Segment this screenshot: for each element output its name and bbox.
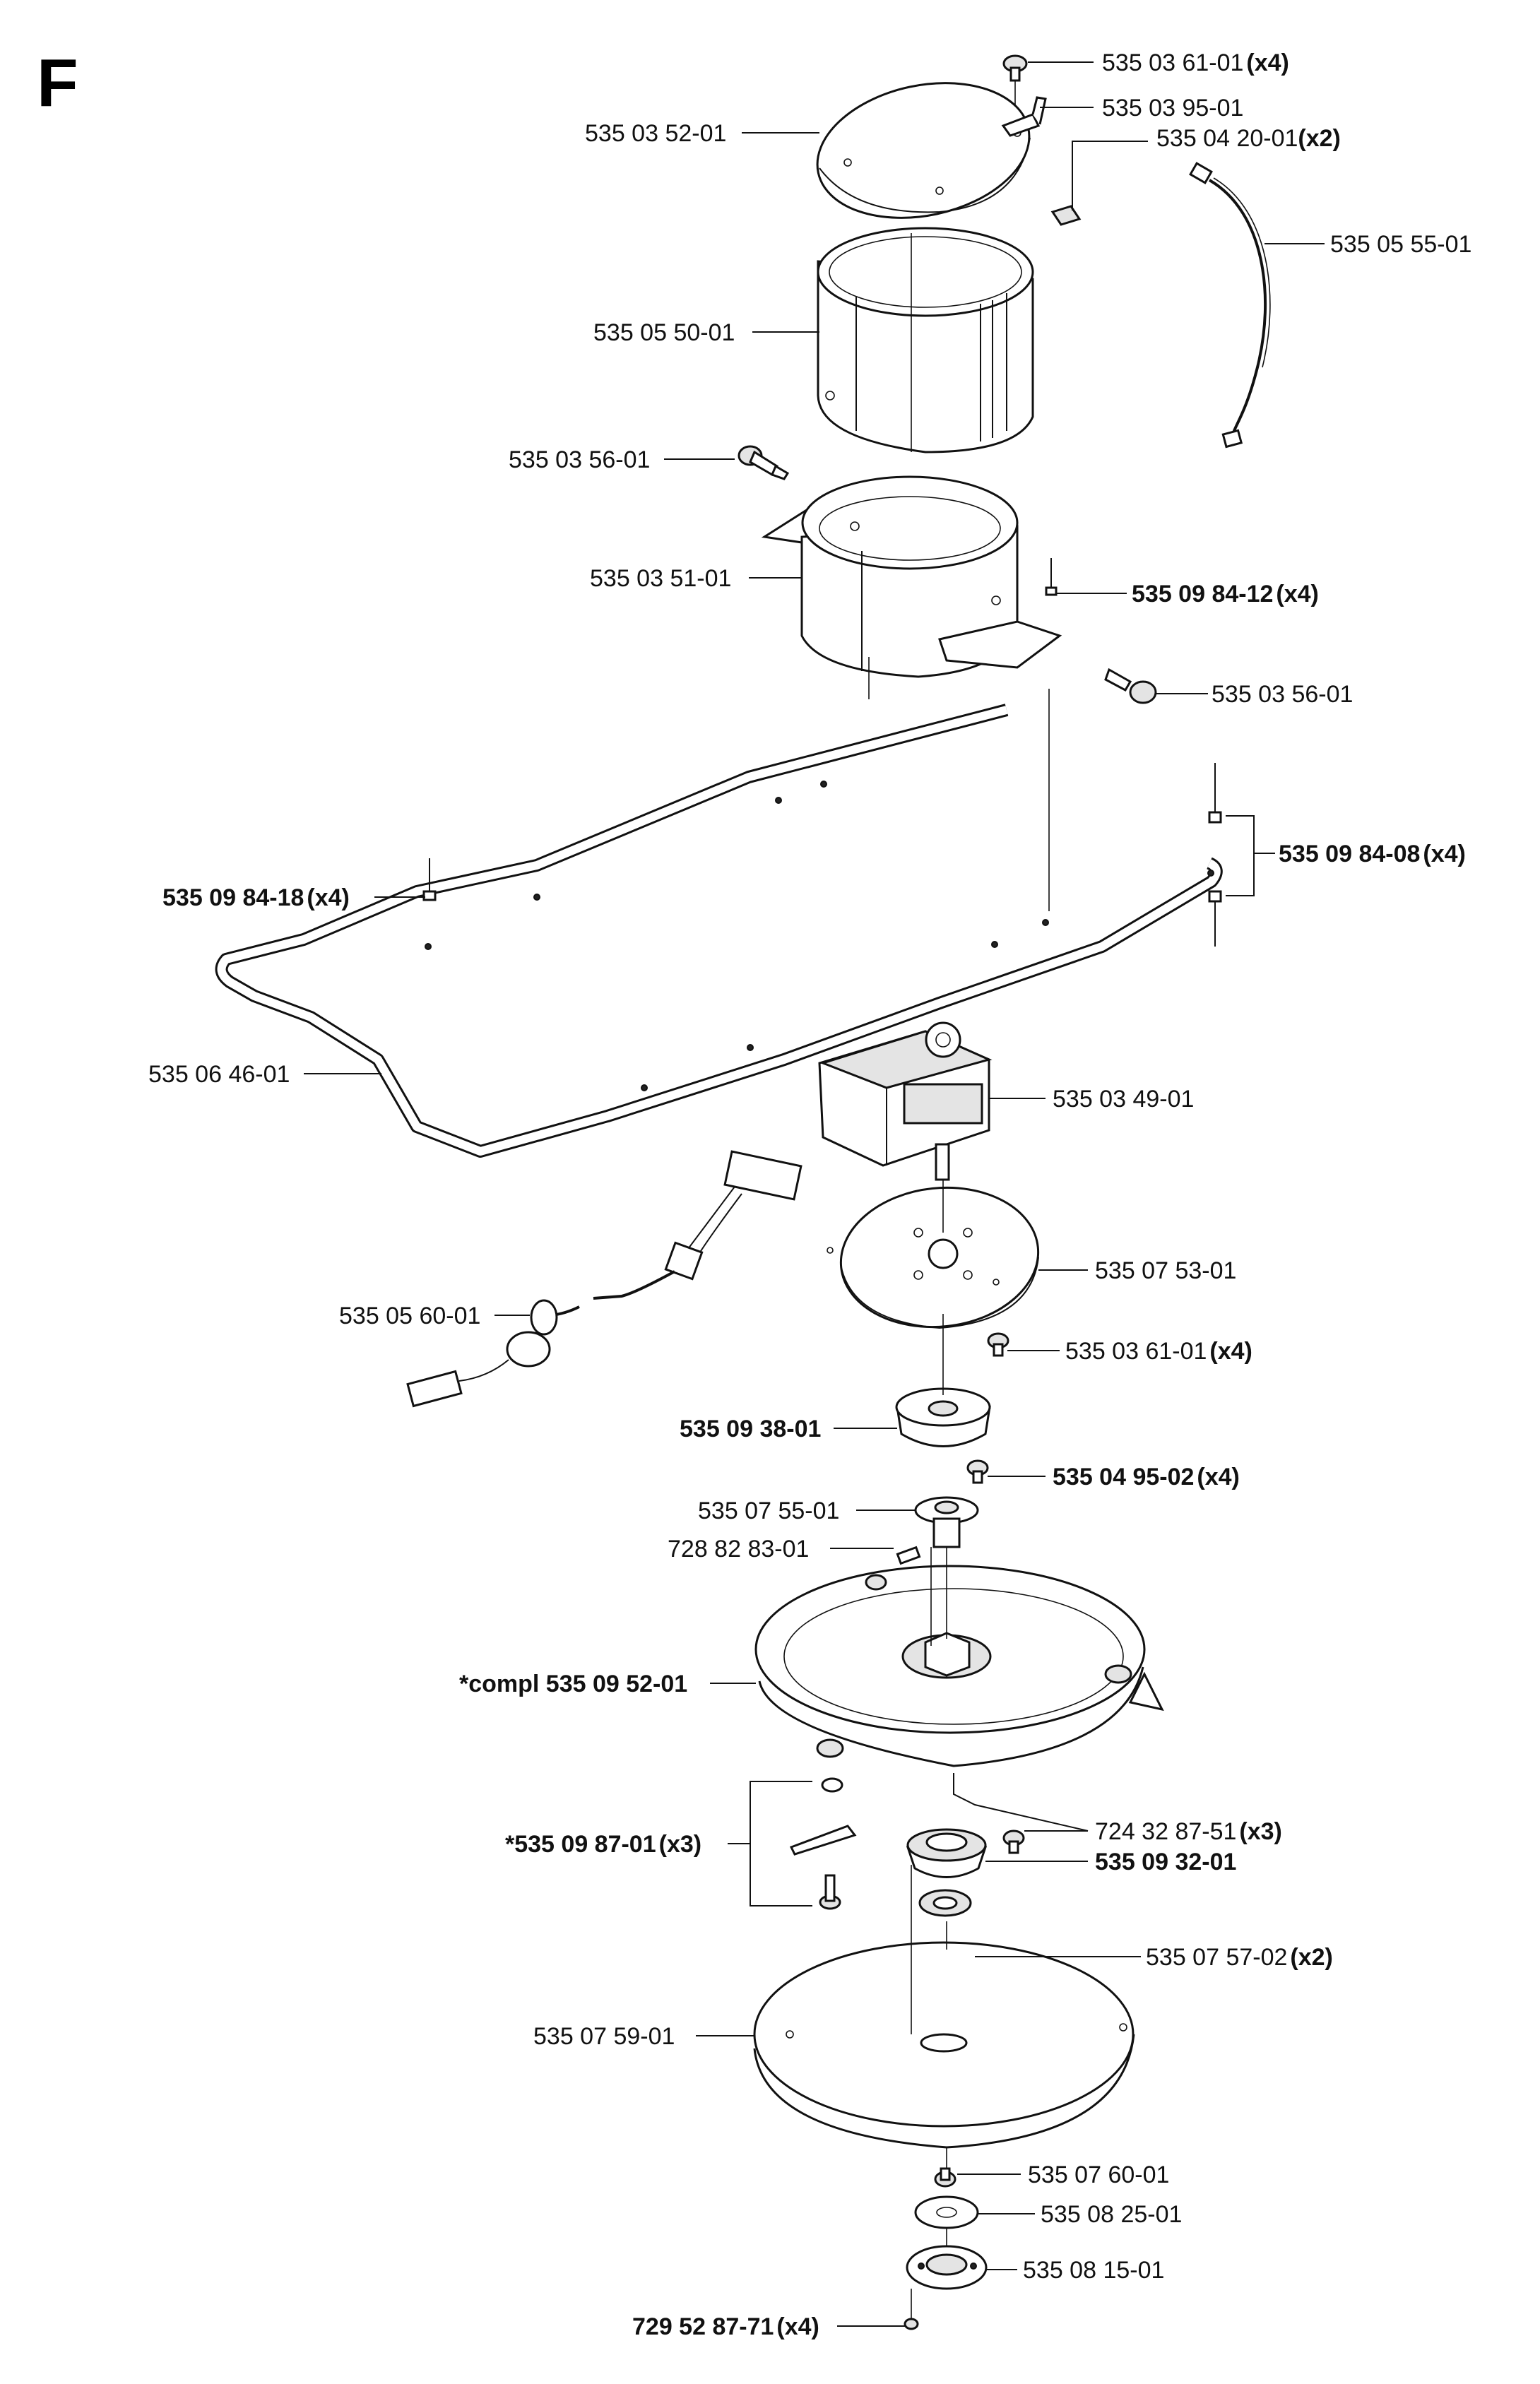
callout-c03: 535 03 52-01	[585, 120, 726, 147]
callout-labels: 535 03 61-01 (x4) 535 03 95-01 535 03 52…	[148, 49, 1471, 2340]
hub-flange	[895, 1387, 991, 1447]
callout-c01: 535 03 61-01 (x4)	[1102, 49, 1289, 76]
assembly-axis-lines	[911, 81, 1050, 2319]
callout-c31: 729 52 87-71 (x4)	[632, 2313, 819, 2340]
flange-bolt	[1002, 1829, 1025, 1854]
callout-c06: 535 05 50-01	[593, 319, 735, 346]
top-cover-plate	[816, 82, 1031, 219]
callout-c21: 728 82 83-01	[668, 1536, 809, 1562]
top-screw	[1002, 54, 1028, 82]
callout-c05: 535 05 55-01	[1330, 231, 1471, 258]
pin-bolt-left	[738, 445, 790, 480]
cylinder-housing	[817, 227, 1034, 453]
callout-c11: 535 09 84-08 (x4)	[1279, 841, 1466, 867]
rivet-pins-c	[1208, 763, 1222, 947]
callout-c13: 535 06 46-01	[148, 1061, 290, 1088]
callout-c16: 535 05 60-01	[339, 1303, 480, 1329]
lower-disc	[753, 1941, 1135, 2149]
callout-c07: 535 03 56-01	[509, 446, 650, 473]
callout-c10: 535 03 56-01	[1212, 681, 1353, 708]
cutting-disc-assembly	[754, 1565, 1164, 1767]
connector-cable	[406, 1150, 802, 1408]
callout-c17: 535 03 61-01 (x4)	[1065, 1338, 1252, 1365]
callout-c12: 535 09 84-18 (x4)	[162, 884, 350, 911]
section-letter: F	[37, 45, 78, 121]
callout-c18: 535 09 38-01	[680, 1416, 821, 1442]
bearing-housing	[906, 1828, 988, 1878]
callout-c22: *compl 535 09 52-01	[459, 1671, 687, 1697]
coupling	[914, 1496, 979, 1548]
square-nut	[1050, 205, 1082, 226]
bottom-screw	[934, 2167, 956, 2188]
callout-c29: 535 08 25-01	[1041, 2201, 1182, 2228]
bearing-upper	[918, 1889, 972, 1917]
callout-c30: 535 08 15-01	[1023, 2257, 1164, 2284]
callout-c19: 535 04 95-02 (x4)	[1053, 1464, 1240, 1490]
callout-c23: 724 32 87-51 (x3)	[1095, 1818, 1282, 1845]
rivet-pin-b	[422, 858, 437, 901]
pin-bolt-right	[1104, 668, 1157, 704]
callout-c04: 535 04 20-01(x2)	[1156, 125, 1341, 152]
boundary-frame	[215, 704, 1223, 1158]
callout-c09: 535 09 84-12 (x4)	[1132, 581, 1319, 607]
callout-c25: 535 09 32-01	[1095, 1849, 1236, 1875]
hub-screw	[966, 1459, 989, 1484]
motor-unit	[818, 1021, 993, 1181]
callout-c26: 535 07 57-02 (x2)	[1146, 1944, 1333, 1971]
callout-c08: 535 03 51-01	[590, 565, 731, 592]
mounting-plate	[827, 1186, 1040, 1329]
callout-c02: 535 03 95-01	[1102, 95, 1243, 121]
cable-wire	[1189, 162, 1271, 449]
lower-housing	[761, 475, 1062, 699]
bracket-clip	[1001, 96, 1047, 137]
blade-kit	[789, 1777, 857, 1910]
callout-c15: 535 07 53-01	[1095, 1257, 1236, 1284]
tiny-screw	[904, 2318, 919, 2330]
plate-screw	[987, 1332, 1009, 1357]
callout-c24: *535 09 87-01 (x3)	[505, 1831, 701, 1858]
rivet-pin-a	[1045, 558, 1058, 596]
callout-c20: 535 07 55-01	[698, 1498, 839, 1524]
callout-c28: 535 07 60-01	[1028, 2161, 1169, 2188]
bottom-cap	[906, 2245, 988, 2290]
callout-c27: 535 07 59-01	[533, 2023, 675, 2050]
callout-c14: 535 03 49-01	[1053, 1086, 1194, 1113]
set-screw	[896, 1546, 921, 1565]
washer	[914, 2195, 979, 2229]
callout-leaders	[304, 61, 1325, 2327]
